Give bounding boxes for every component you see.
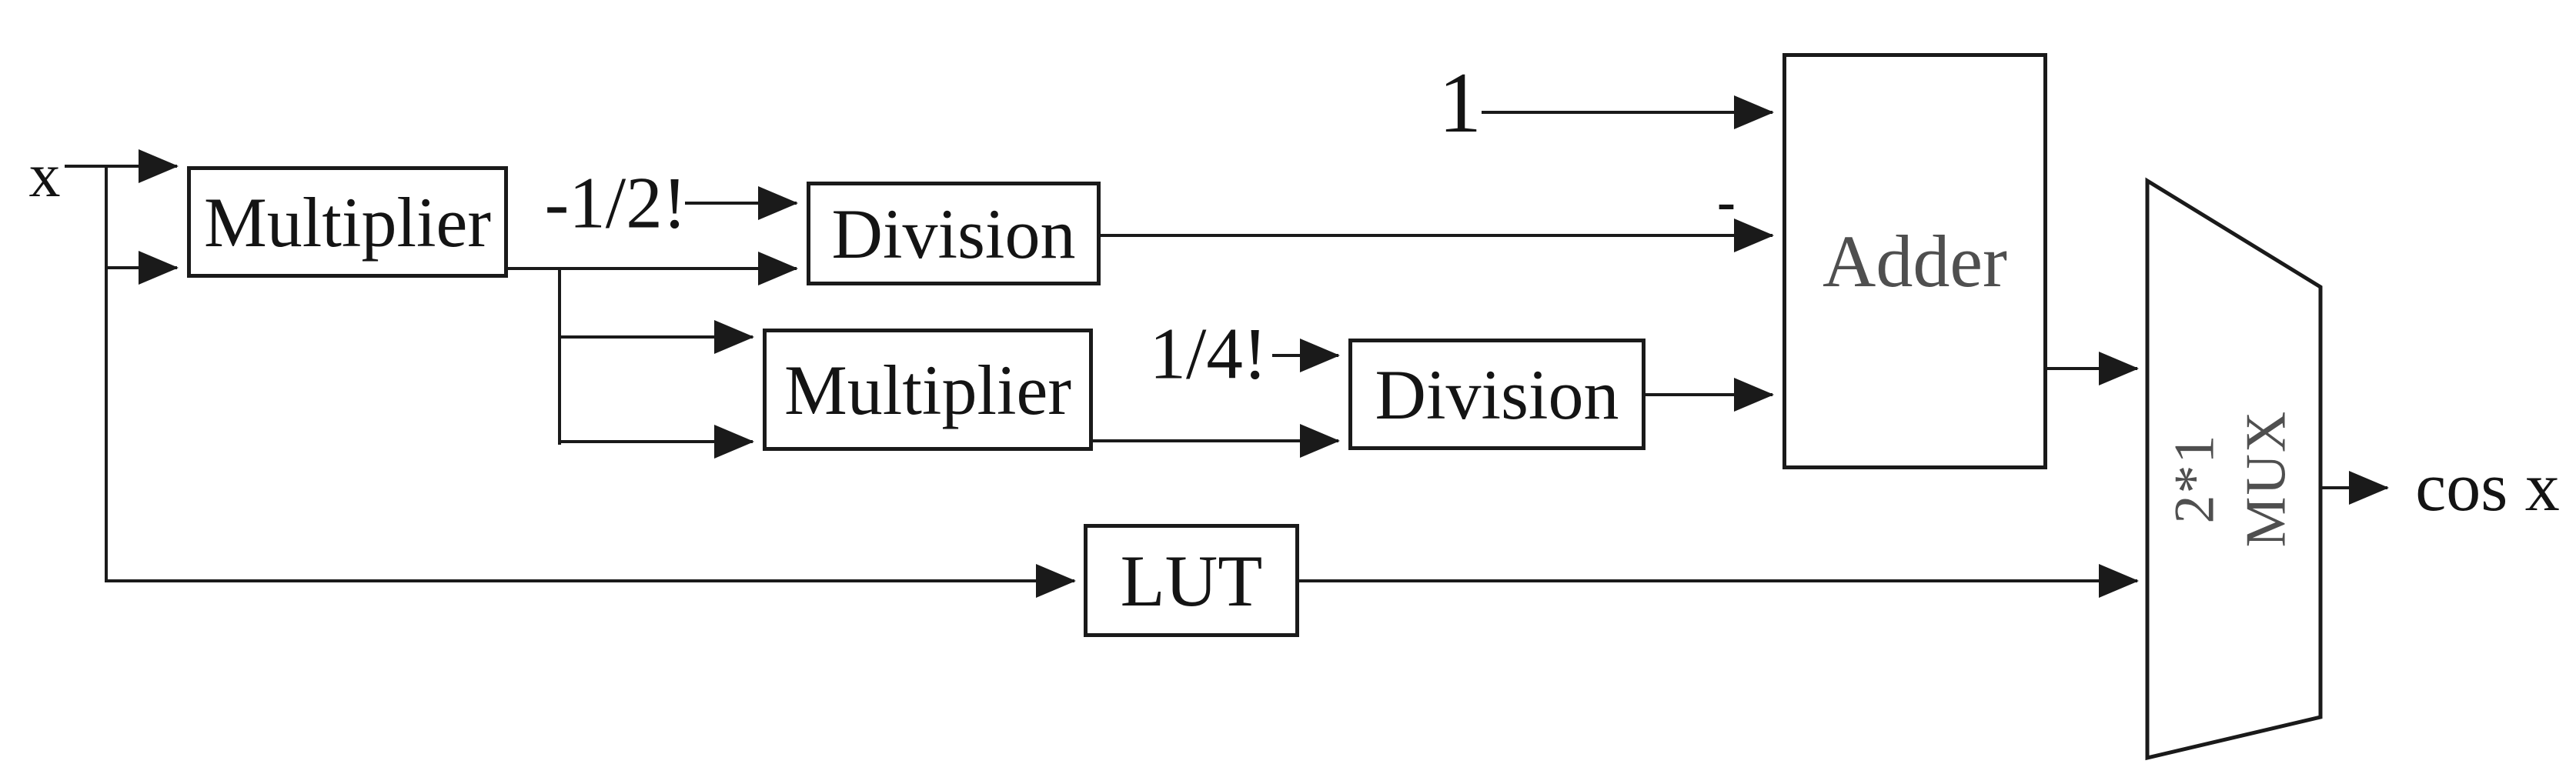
neg-half-factorial-label: -1/2! (544, 162, 687, 244)
division1-label: Division (831, 194, 1076, 273)
multiplier1-label: Multiplier (203, 182, 492, 262)
lut-label: LUT (1120, 539, 1263, 622)
mux-trapezoid (2145, 177, 2323, 761)
mux-label-size: 2*1 (2163, 433, 2227, 524)
adder-block: Adder (1782, 53, 2047, 469)
quarter-factorial-label: 1/4! (1149, 312, 1268, 395)
input-x-label: x (28, 140, 61, 210)
division1-block: Division (807, 182, 1101, 285)
multiplier1-block: Multiplier (187, 166, 508, 278)
division2-block: Division (1348, 339, 1645, 450)
division2-label: Division (1375, 355, 1619, 434)
multiplier2-label: Multiplier (783, 350, 1072, 429)
multiplier2-block: Multiplier (763, 329, 1093, 451)
output-cos-x-label: cos x (2415, 449, 2560, 525)
mux-label: 2*1 MUX (2160, 410, 2302, 548)
lut-block: LUT (1084, 524, 1299, 637)
input-one-label: 1 (1438, 55, 1482, 151)
mux-label-name: MUX (2234, 409, 2297, 548)
adder-label: Adder (1823, 220, 2007, 302)
adder-minus-sign: - (1717, 171, 1736, 232)
